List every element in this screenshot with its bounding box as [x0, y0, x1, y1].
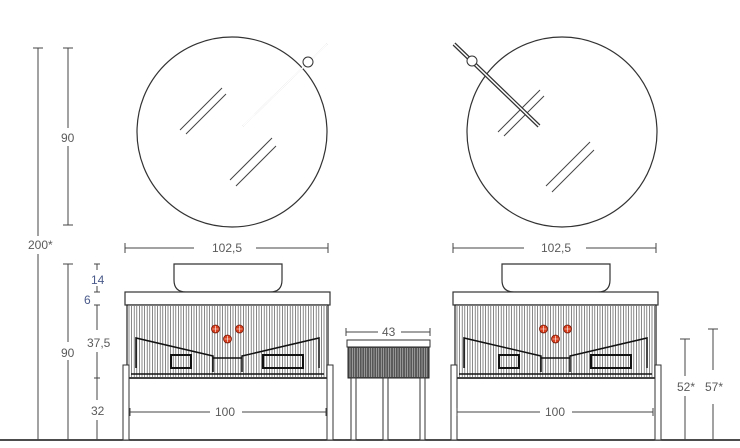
frame-width-right-label: 100 [545, 405, 565, 419]
leg-left [450, 364, 458, 441]
basin [173, 263, 283, 293]
mirror-width-label: 102,5 [212, 241, 242, 255]
drawer-handle-left [498, 354, 520, 369]
leg-height-label: 32 [91, 404, 105, 418]
total-height-label: 200* [28, 238, 53, 252]
left-vanity-cabinet [122, 263, 334, 441]
total-height-dimension: 200* [28, 47, 53, 440]
frame-width-dimension-left: 100 [129, 405, 327, 419]
side-leg [350, 377, 357, 441]
leg-right [654, 364, 662, 441]
side-leg [419, 377, 426, 441]
mirror-height-label: 90 [61, 131, 75, 145]
height-57-label: 57* [705, 380, 723, 394]
drawer-base [456, 373, 655, 379]
height-52-label: 52* [677, 380, 695, 394]
detail-heights-dimension: 14 6 37,5 32 [84, 263, 111, 440]
left-mirror [136, 36, 328, 228]
cabinet-height-dimension: 90 [61, 263, 75, 440]
right-mirror [452, 36, 658, 228]
drawer-height-label: 37,5 [87, 336, 111, 350]
basin-height-label: 14 [91, 273, 105, 287]
mirror-width-dimension-left: 102,5 [124, 241, 329, 255]
drawer-handle-right [590, 354, 632, 369]
leg-right [326, 364, 334, 441]
basin [501, 263, 611, 293]
mirror-height-dimension: 90 [61, 47, 75, 226]
side-view-unit: 43 [345, 325, 431, 441]
drawer-base [128, 373, 327, 379]
drawer-handle-right [262, 354, 304, 369]
top-width-right-label: 102,5 [541, 241, 571, 255]
side-depth-label: 43 [382, 325, 396, 339]
drawer-outline [135, 337, 320, 372]
top-thickness-label: 6 [84, 293, 91, 307]
side-fluted-body [347, 346, 430, 379]
height-57-dimension: 57* [705, 328, 723, 440]
countertop [452, 291, 659, 306]
drawer-outline [463, 337, 648, 372]
frame-width-dimension-right: 100 [456, 405, 654, 419]
leg-left [122, 364, 130, 441]
countertop [124, 291, 331, 306]
frame-width-left-label: 100 [215, 405, 235, 419]
right-vanity-cabinet [450, 263, 662, 441]
height-52-dimension: 52* [677, 338, 695, 440]
side-leg [382, 377, 389, 441]
top-width-dimension-right: 102,5 [452, 241, 657, 255]
cabinet-height-label: 90 [61, 346, 75, 360]
drawer-handle-left [170, 354, 192, 369]
